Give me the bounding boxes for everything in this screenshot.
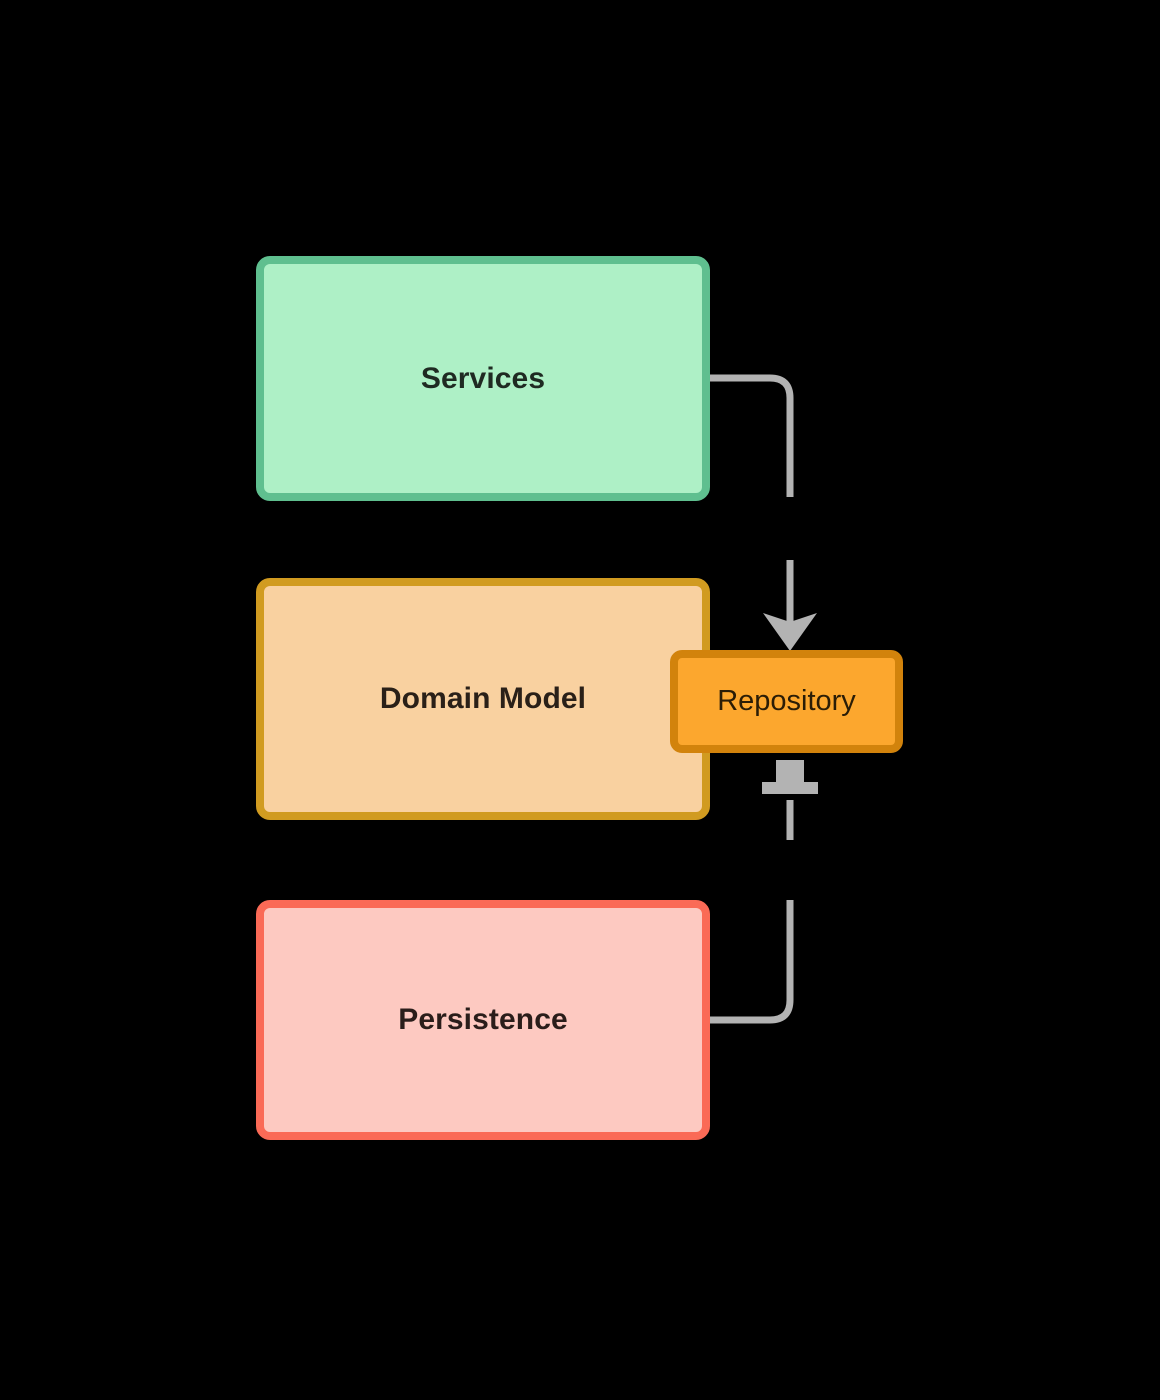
node-services-label: Services <box>420 361 546 395</box>
arrowhead-down-into-repository <box>763 613 817 651</box>
edge-persistence-to-repository-segment-lower <box>710 900 794 1024</box>
node-services[interactable]: Services <box>256 256 710 501</box>
edge-services-to-repository <box>710 374 817 651</box>
arrowhead-up-into-repository <box>762 760 818 794</box>
edge-services-to-repository-segment-upper <box>710 374 794 497</box>
node-persistence[interactable]: Persistence <box>256 900 710 1140</box>
node-domain-model-label: Domain Model <box>379 682 587 715</box>
node-domain-model[interactable]: Domain Model <box>256 578 710 820</box>
node-persistence-label: Persistence <box>398 1003 568 1036</box>
node-repository[interactable]: Repository <box>670 650 903 753</box>
edge-persistence-to-repository <box>710 760 818 1024</box>
node-repository-label: Repository <box>717 685 856 718</box>
